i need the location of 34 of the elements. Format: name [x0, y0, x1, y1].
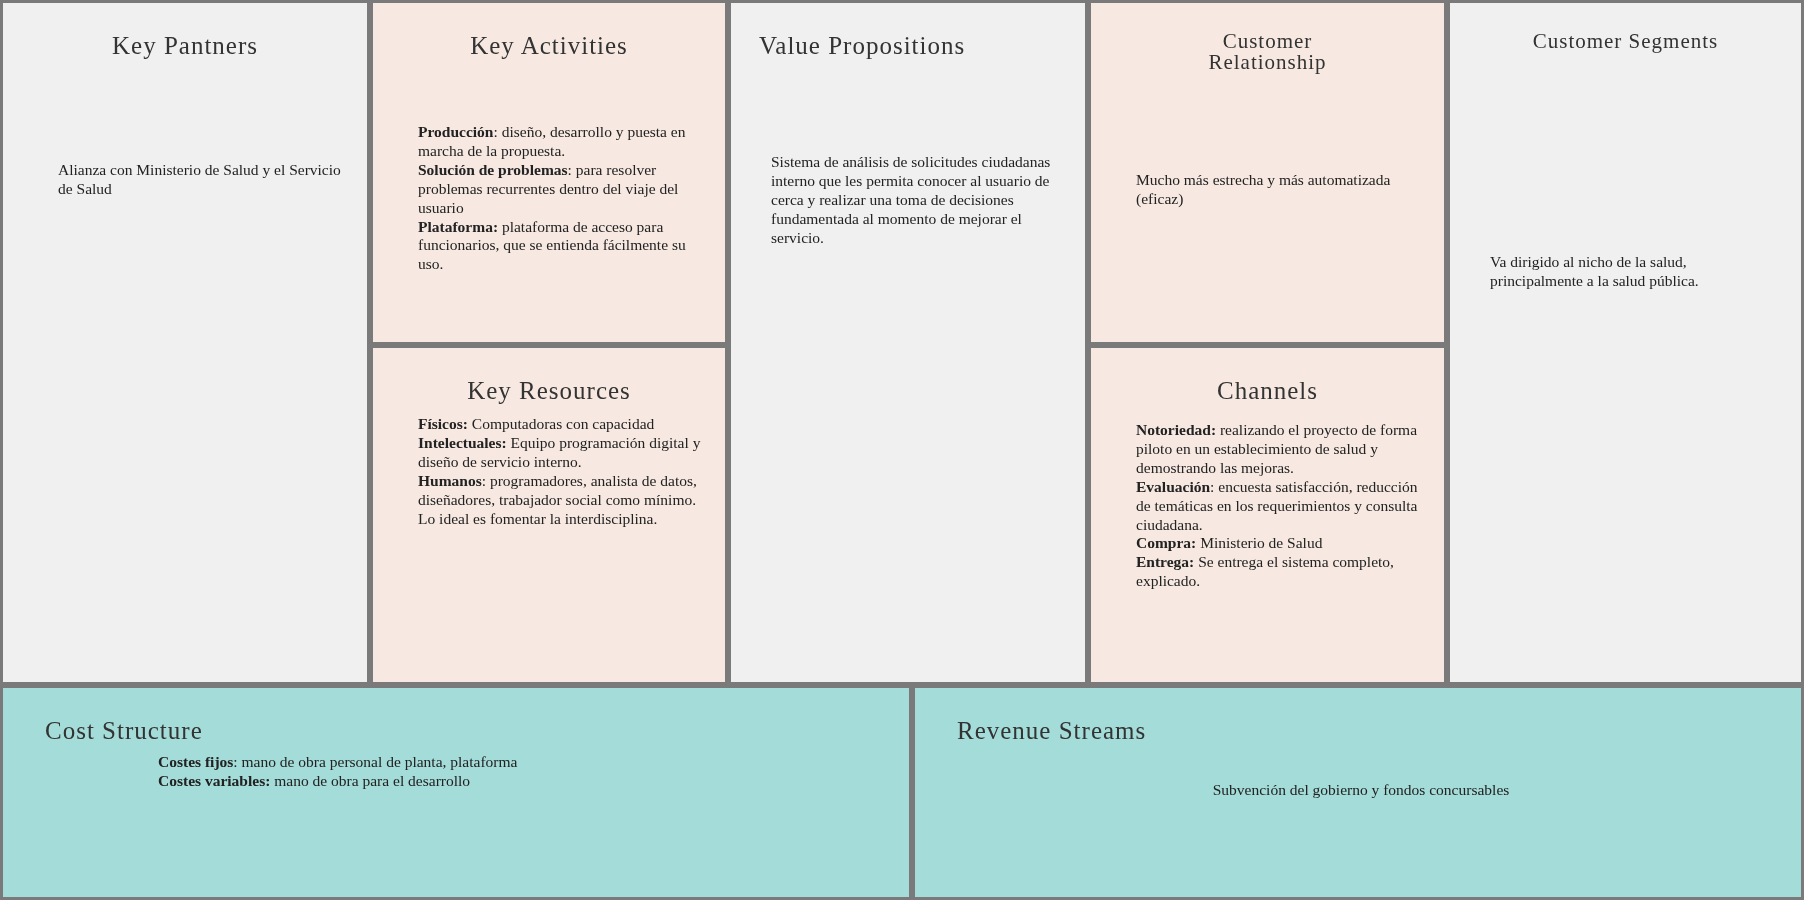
body-text: Costes variables: mano de obra para el desarrollo: [158, 771, 472, 791]
body-text: Intelectuales: Equipo programación digital y diseño de servicio interno.: [418, 433, 702, 472]
canvas-block: [0, 685, 912, 900]
body-text: Plataforma: plataforma de acceso para funcionarios, que se entienda fácilmente su uso.: [418, 217, 687, 275]
body-text: Mucho más estrecha y más automatizada (eficaz): [1136, 171, 1392, 209]
block-heading: Customer Segments: [1531, 31, 1720, 52]
canvas-block: [1447, 0, 1804, 685]
canvas-block: [1088, 0, 1447, 345]
canvas-block: [912, 685, 1804, 900]
canvas-block: [1088, 345, 1447, 685]
body-text: Evaluación: encuesta satisfacción, reducción de temáticas en los requerimientos y consulta ciudadana.: [1136, 477, 1419, 535]
body-text: Sistema de análisis de solicitudes ciudadanas interno que les permita conocer al usuario de cerca y realizar una toma de decisiones fundamentada al momento de mejorar el servicio.: [771, 153, 1052, 248]
body-text: Va dirigido al nicho de la salud, principalmente a la salud pública.: [1490, 253, 1700, 291]
block-heading: Cost Structure: [45, 718, 204, 743]
body-text: Producción: diseño, desarrollo y puesta en marcha de la propuesta.: [418, 123, 687, 161]
block-heading: Key Resources: [466, 378, 632, 403]
body-text: Subvención del gobierno y fondos concursables: [1211, 781, 1511, 800]
canvas-block: [728, 0, 1088, 685]
block-heading: Value Propositions: [759, 33, 967, 58]
block-heading: Revenue Streams: [957, 718, 1148, 743]
body-text: Compra: Ministerio de Salud: [1136, 534, 1324, 554]
body-text: Humanos: programadores, analista de datos, diseñadores, trabajador social como mínimo. Lo ideal es fomentar la interdisciplina.: [418, 471, 698, 529]
body-text: Notoriedad: realizando el proyecto de forma piloto en un establecimiento de salud y demostrando las mejoras.: [1136, 421, 1419, 478]
canvas-block: [0, 0, 370, 685]
body-text: Costes fijos: mano de obra personal de planta, plataforma: [158, 753, 519, 772]
canvas-block: [370, 345, 728, 685]
block-heading: Customer Relationship: [1207, 31, 1328, 73]
body-text: Entrega: Se entrega el sistema completo, explicado.: [1136, 553, 1395, 592]
block-heading: Key Activities: [469, 33, 629, 58]
block-heading: Channels: [1215, 378, 1319, 403]
body-text: Alianza con Ministerio de Salud y el Servicio de Salud: [58, 161, 342, 199]
block-heading: Key Pantners: [111, 33, 259, 58]
body-text: Físicos: Computadoras con capacidad: [418, 415, 656, 434]
canvas-block: [370, 0, 728, 345]
